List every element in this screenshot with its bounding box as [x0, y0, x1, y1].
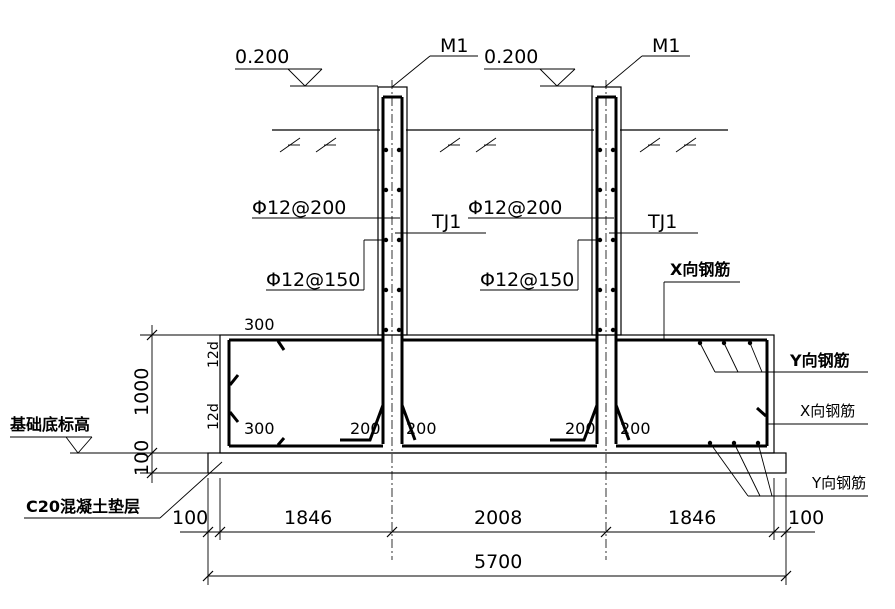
wall-vertical-rebar-left: Φ12@150	[266, 269, 360, 291]
y-rebar-bottom-label: Y向钢筋	[811, 474, 866, 492]
wall-horizontal-rebar-right: Φ12@200	[468, 197, 562, 219]
tj1-label-left: TJ1	[431, 211, 461, 233]
slab-rebar-callouts: X向钢筋 Y向钢筋 X向钢筋 Y向钢筋	[663, 260, 868, 497]
m1-callout-right: M1	[604, 35, 690, 88]
wall-rebar-dots	[383, 147, 616, 333]
wall-left	[377, 80, 408, 560]
m1-label-left: M1	[440, 35, 468, 57]
elevation-marker-right: 0.200	[484, 46, 594, 87]
dim-edge-left: 100	[172, 507, 208, 529]
m1-label-right: M1	[652, 35, 680, 57]
rebar-callouts-left: Φ12@200 TJ1 Φ12@150	[252, 197, 486, 291]
slab-cover-labels: 300 300 200 200 200 200 12d 12d	[206, 315, 651, 438]
cover-bottom-label: 300	[244, 419, 275, 438]
lap-length-bottom: 12d	[206, 403, 222, 430]
dim-edge-right: 100	[788, 507, 824, 529]
dim-span-3: 1846	[668, 507, 716, 529]
x-rebar-bottom-label: X向钢筋	[800, 402, 855, 420]
foundation-slab	[219, 334, 775, 454]
horizontal-dimensions: 100 1846 2008 1846 100 5700	[172, 478, 824, 585]
x-rebar-top-label: X向钢筋	[670, 260, 730, 279]
wall-right	[591, 80, 622, 560]
wall-horizontal-rebar-left: Φ12@200	[252, 197, 346, 219]
slab-height-dim: 1000	[131, 368, 153, 416]
cushion-height-dim: 100	[131, 440, 153, 476]
tj1-label-right: TJ1	[647, 211, 677, 233]
cushion-label: C20混凝土垫层	[26, 497, 140, 516]
dim-total: 5700	[474, 551, 522, 573]
dowel-label-4: 200	[620, 419, 651, 438]
dim-span-1: 1846	[284, 507, 332, 529]
concrete-cushion	[207, 452, 787, 474]
elevation-label-right: 0.200	[484, 46, 538, 68]
rebar-callouts-right: Φ12@200 TJ1 Φ12@150	[468, 197, 698, 291]
base-elevation-marker: 基础底标高	[9, 415, 140, 454]
cover-top-label: 300	[244, 315, 275, 334]
y-rebar-top-label: Y向钢筋	[789, 351, 850, 370]
elevation-label-left: 0.200	[235, 46, 289, 68]
cushion-callout: C20混凝土垫层	[24, 461, 223, 519]
base-elevation-label: 基础底标高	[9, 415, 90, 434]
elevation-marker-left: 0.200	[235, 46, 378, 87]
ground-line	[272, 129, 728, 153]
vertical-dimensions: 1000 100	[131, 325, 220, 483]
dim-span-2: 2008	[474, 507, 522, 529]
dowel-label-1: 200	[350, 419, 381, 438]
dowel-label-3: 200	[565, 419, 596, 438]
m1-callout-left: M1	[391, 35, 478, 88]
wall-vertical-rebar-right: Φ12@150	[480, 269, 574, 291]
dowel-label-2: 200	[406, 419, 437, 438]
lap-length-top: 12d	[206, 341, 222, 368]
